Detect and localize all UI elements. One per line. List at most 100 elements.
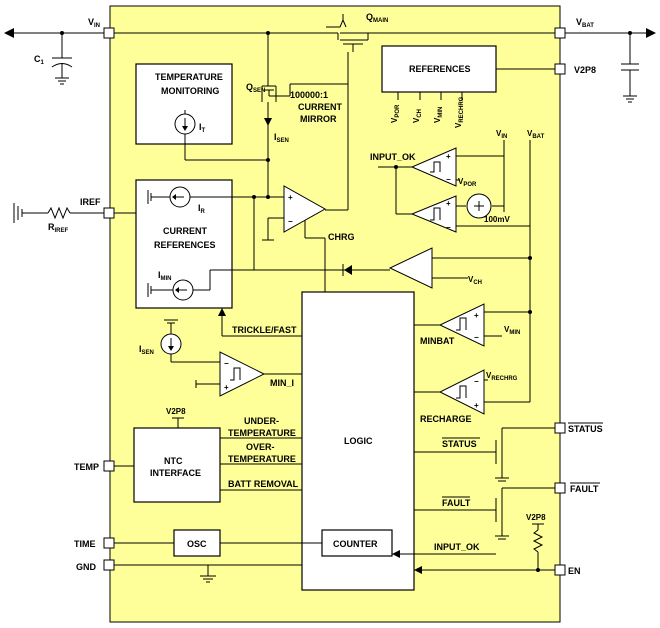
c1-label: C1 — [34, 54, 45, 66]
gate-drive-line — [290, 52, 349, 211]
diode-icon — [342, 264, 352, 276]
mirror-label-1: 100000:1 — [290, 90, 328, 100]
qmain-label: QMAIN — [366, 12, 388, 24]
arrow-left-icon — [4, 28, 14, 38]
ref-out-vrechrg: VRECHRG — [454, 96, 465, 128]
trickle-fast-line — [218, 308, 302, 337]
offset-source-icon — [466, 193, 492, 219]
ntc-signal-lines — [220, 437, 302, 491]
vin-external-line — [4, 28, 104, 58]
status-output-transistor — [414, 427, 555, 482]
isen-vertical-label: ISEN — [274, 132, 289, 144]
v2p8-pin-label: V2P8 — [574, 65, 596, 75]
ref-out-vch: VCH — [412, 109, 423, 123]
chrg-amplifier: + − — [262, 185, 327, 292]
mv100-label: 100mV — [484, 215, 510, 224]
batt-removal-label: BATT REMOVAL — [228, 479, 299, 489]
time-pin-label: TIME — [74, 539, 96, 549]
vbat-small-label: VBAT — [527, 129, 545, 140]
vbat-pin — [554, 27, 566, 39]
svg-text:−: − — [474, 333, 479, 342]
svg-text:+: + — [446, 152, 451, 161]
svg-text:−: − — [224, 359, 229, 368]
temp-mon-label-2: MONITORING — [161, 86, 219, 96]
gnd-pin — [103, 559, 115, 571]
vin-rail — [114, 31, 555, 86]
vin-pin-label: VIN — [88, 17, 100, 29]
mirror-label-3: MIRROR — [300, 114, 337, 124]
gnd-pin-label: GND — [76, 562, 97, 572]
recharge-label: RECHARGE — [420, 414, 472, 424]
chrg-label: CHRG — [328, 232, 355, 242]
isen-current-source-icon — [160, 319, 220, 363]
time-pin — [103, 537, 115, 549]
iref-pin-label: IREF — [80, 197, 101, 207]
vin-pin — [103, 27, 115, 39]
counter-block — [321, 529, 393, 557]
minbat-label: MINBAT — [420, 336, 455, 346]
svg-text:+: + — [288, 193, 293, 202]
ntc-v2p8-label: V2P8 — [166, 407, 186, 416]
svg-text:+: + — [446, 199, 451, 208]
svg-text:+: + — [224, 383, 229, 392]
gnd-line — [114, 564, 302, 583]
fault-output-transistor — [414, 487, 555, 540]
fault-pin-label: FAULT — [570, 484, 599, 494]
vch-comparator — [252, 195, 530, 289]
svg-text:+: + — [474, 401, 479, 410]
temp-mon-label-1: TEMPERATURE — [155, 72, 223, 82]
over-temp-label-1: OVER- — [246, 442, 275, 452]
mirror-label-2: CURRENT — [298, 102, 343, 112]
vin-small-label: VIN — [496, 129, 507, 140]
riref-label: RIREF — [48, 222, 69, 234]
arrow-right-icon — [646, 28, 656, 38]
fault-signal-label: FAULT — [442, 498, 471, 508]
it-label: IT — [199, 122, 206, 134]
input-ok-bottom-label: INPUT_OK — [434, 542, 480, 552]
counter-label: COUNTER — [333, 539, 378, 549]
qsen-transistor — [261, 84, 291, 198]
trickle-fast-label: TRICKLE/FAST — [232, 325, 297, 335]
current-ref-label-2: REFERENCES — [154, 240, 216, 250]
input-ok-bottom-line — [392, 550, 496, 558]
osc-block — [173, 529, 221, 557]
vmin-label: VMIN — [504, 325, 520, 336]
ntc-interface-block — [133, 427, 221, 503]
under-temp-label-2: TEMPERATURE — [228, 428, 296, 438]
vpor-label: VPOR — [458, 177, 477, 188]
it-current-source-icon — [174, 110, 270, 162]
svg-text:+: + — [474, 311, 479, 320]
input-ok-label: INPUT_OK — [370, 152, 416, 162]
svg-text:−: − — [446, 175, 451, 184]
reference-output-lines — [397, 92, 463, 100]
logic-label: LOGIC — [344, 436, 373, 446]
osc-label: OSC — [187, 539, 207, 549]
temp-pin-label: TEMP — [74, 462, 99, 472]
iref-pin — [103, 207, 115, 219]
en-line — [414, 566, 555, 574]
en-pin — [554, 564, 566, 576]
riref-resistor — [13, 203, 104, 223]
min-i-comparator: − + — [195, 351, 302, 397]
input-ok-comparator: + − — [378, 140, 505, 212]
temp-pin — [103, 460, 115, 472]
vch-label: VCH — [468, 275, 482, 286]
current-ref-label-1: CURRENT — [163, 226, 208, 236]
v2p8-pin — [554, 63, 566, 75]
recharge-comparator: − + — [414, 369, 530, 415]
vbat-pin-label: VBAT — [576, 17, 594, 29]
over-temp-label-2: TEMPERATURE — [228, 454, 296, 464]
references-label: REFERENCES — [409, 64, 471, 74]
status-signal-label: STATUS — [442, 439, 477, 449]
svg-text:−: − — [474, 377, 479, 386]
status-pin — [554, 422, 566, 434]
capacitor-c1 — [51, 57, 73, 85]
vbat-external-line — [565, 28, 656, 103]
vin-vbat-comparator: + − — [394, 165, 530, 233]
ir-label: IR — [198, 203, 206, 215]
vrechrg-label: VRECHRG — [486, 371, 518, 382]
arrow-down-icon — [264, 118, 272, 126]
minbat-comparator: + − — [414, 303, 532, 347]
v2p8-pullup-label: V2P8 — [526, 513, 546, 522]
